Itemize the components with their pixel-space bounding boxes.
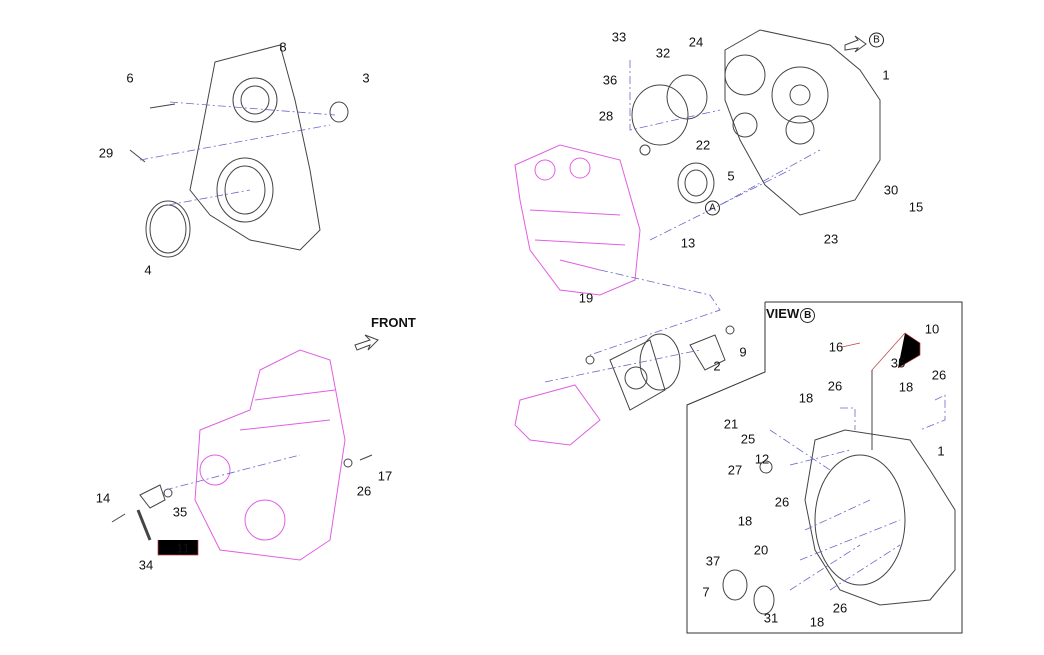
callout-label: 2 (713, 358, 721, 374)
pump-parts (585, 325, 735, 411)
callout-label: 37 (705, 553, 721, 569)
callout-label: 7 (702, 584, 710, 600)
callout-label: 1 (937, 443, 945, 459)
callout-label: 13 (680, 235, 696, 251)
flywheel-housing-top (631, 29, 881, 216)
view-b-arrow-icon (844, 35, 867, 53)
callout-label: 19 (578, 290, 594, 306)
callout-label: 26 (774, 494, 790, 510)
callout-label: 4 (144, 262, 152, 278)
gear-case (129, 44, 349, 258)
front-arrow-icon (354, 334, 379, 351)
engine-block-top (514, 144, 641, 296)
callout-label: 29 (98, 145, 114, 161)
callout-lines (157, 332, 921, 556)
b-circle: B (869, 32, 884, 48)
oil-pump-block (514, 384, 601, 446)
callout-label: 35 (890, 355, 906, 371)
callout-label: 12 (754, 451, 770, 467)
callout-label: 30 (883, 182, 899, 198)
callout-label: 26 (931, 367, 947, 383)
view-b-circle: B (800, 308, 816, 323)
callout-label: 20 (753, 542, 769, 558)
callout-label: 17 (377, 468, 393, 484)
callout-label: 24 (688, 34, 704, 50)
callout-label: 10 (924, 321, 940, 337)
callout-label: 22 (695, 137, 711, 153)
callout-label: 5 (727, 168, 735, 184)
leader-lines (139, 60, 946, 591)
a-marker: A (704, 199, 720, 216)
callout-label: 36 (602, 72, 618, 88)
callout-label: 26 (832, 600, 848, 616)
callout-label: 8 (279, 39, 287, 55)
callout-label: 25 (740, 431, 756, 447)
callout-label: 18 (809, 614, 825, 630)
callout-label: 35 (172, 504, 188, 520)
callout-label: 28 (598, 108, 614, 124)
callout-label: 33 (611, 29, 627, 45)
callout-label: 27 (727, 462, 743, 478)
callout-label: 18 (798, 390, 814, 406)
callout-label: 9 (739, 344, 747, 360)
a-circle: A (705, 200, 720, 216)
view-b-text: VIEW (766, 306, 800, 321)
callout-label: 14 (95, 490, 111, 506)
callout-label: 21 (723, 416, 739, 432)
sensor-parts (111, 454, 373, 541)
callout-label: 18 (737, 513, 753, 529)
callout-label: 18 (898, 379, 914, 395)
callout-label: 34 (138, 557, 154, 573)
front-label: FRONT (371, 315, 416, 330)
callout-label: 26 (356, 483, 372, 499)
callout-label: 3 (362, 70, 370, 86)
engine-block-bottom (194, 349, 346, 561)
callout-label: 32 (655, 45, 671, 61)
callout-label: 15 (908, 199, 924, 215)
callout-label: 26 (827, 378, 843, 394)
callout-label: 31 (763, 610, 779, 626)
callout-label: 16 (828, 339, 844, 355)
callout-label: 11 (176, 540, 190, 556)
callout-label: 1 (882, 67, 890, 83)
callout-label: 23 (823, 231, 839, 247)
callout-label: 6 (126, 70, 134, 86)
view-b-frame (686, 301, 963, 634)
view-b-marker: B (868, 31, 884, 48)
flywheel-housing-view-b (722, 370, 956, 615)
